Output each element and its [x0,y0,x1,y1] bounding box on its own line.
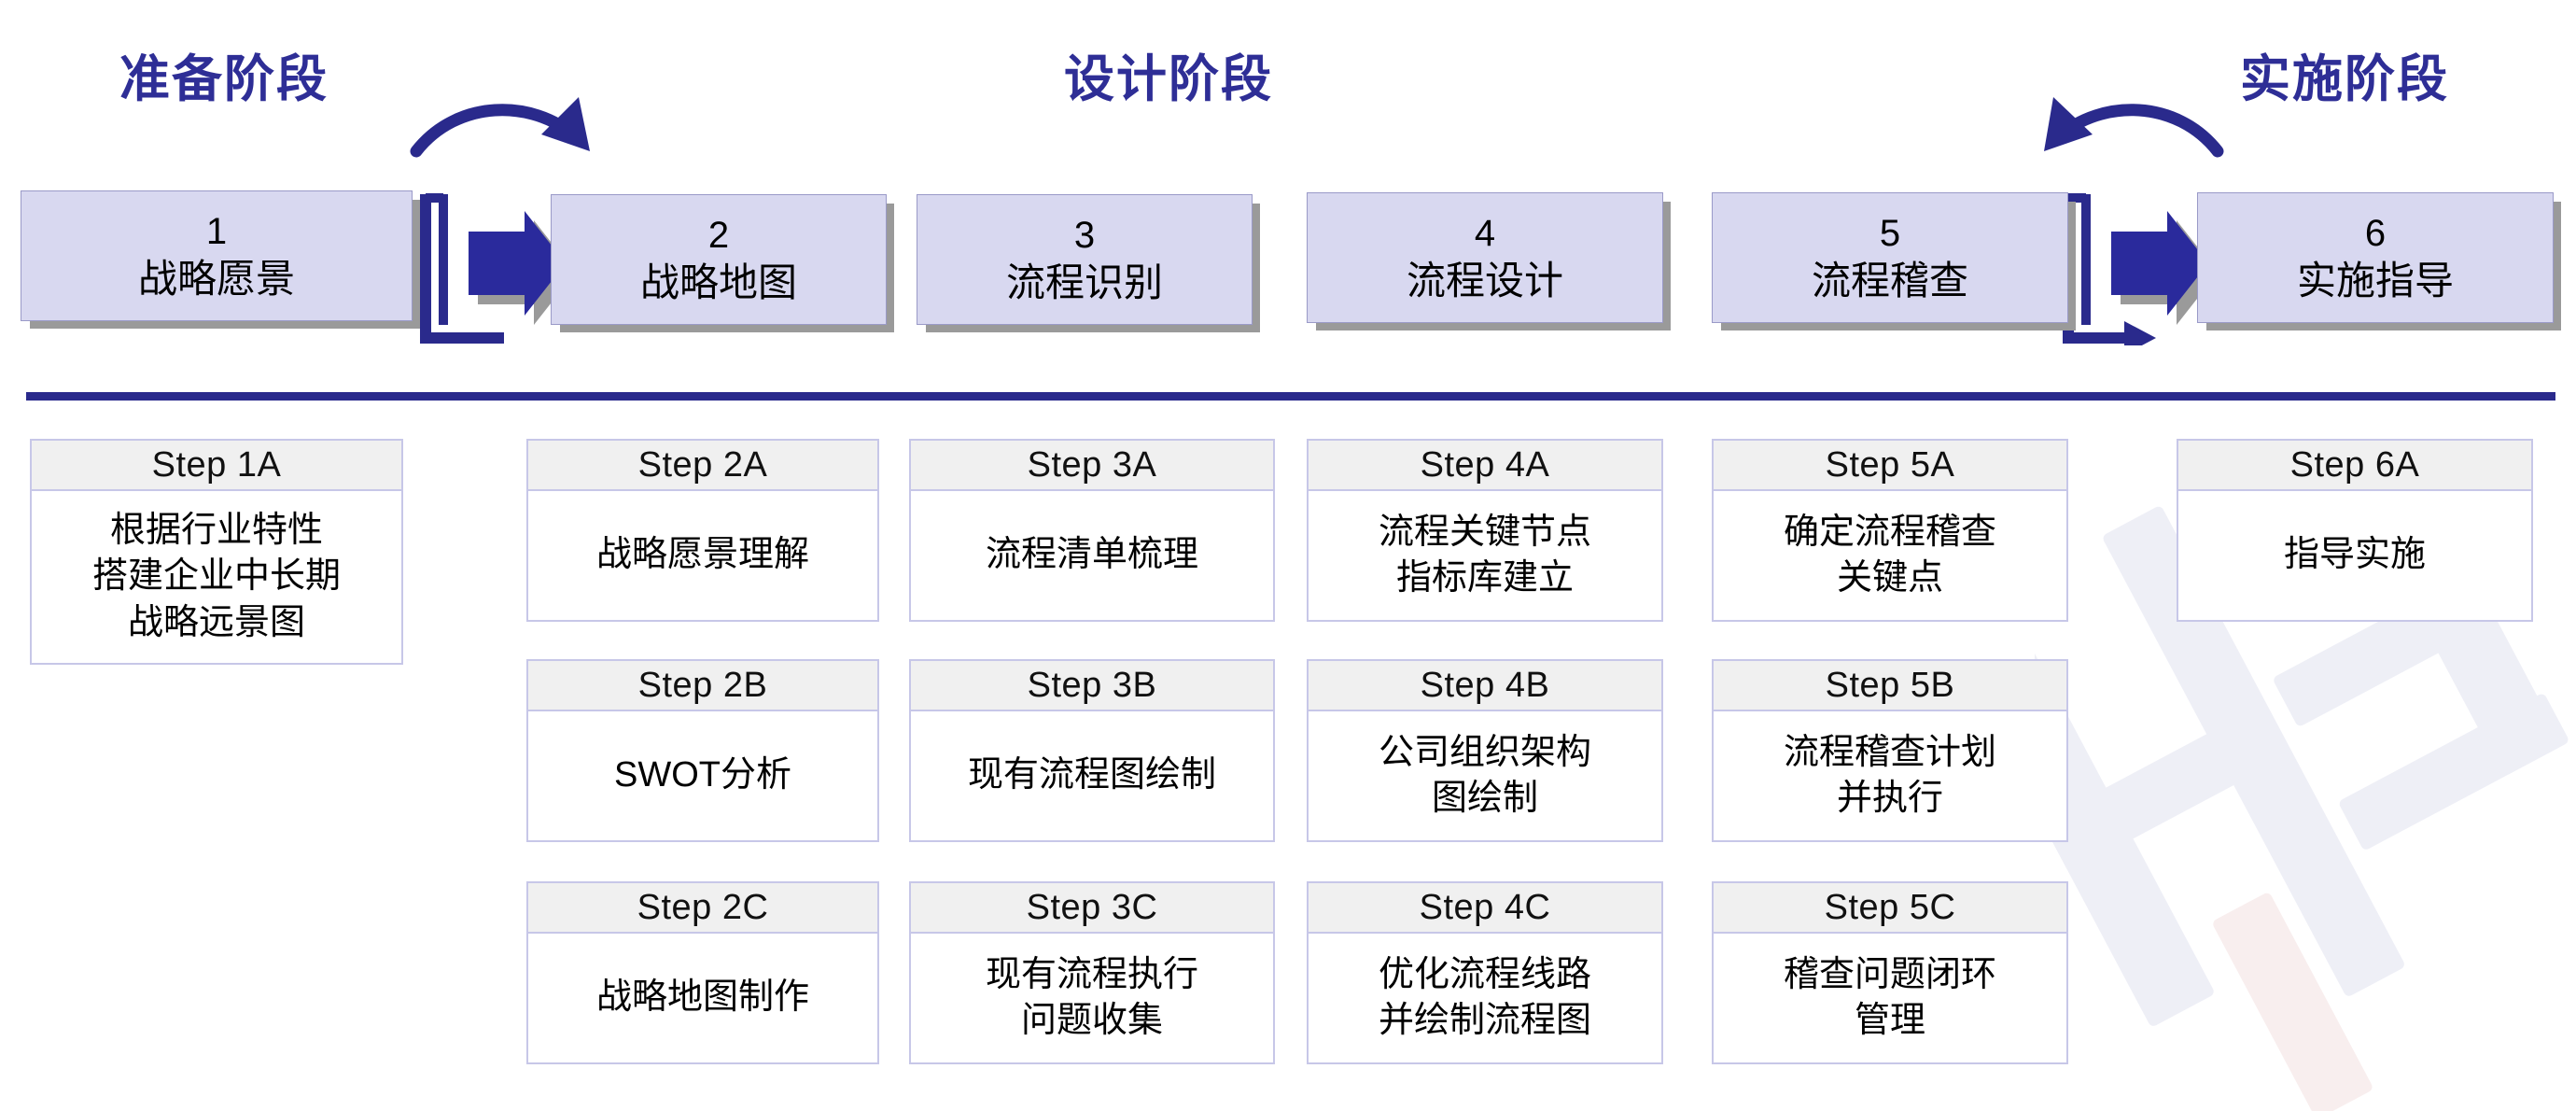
step-card-1a[interactable]: Step 1A 根据行业特性 搭建企业中长期 战略远景图 [30,439,403,665]
step-header: Step 2C [528,883,877,934]
step-body: 根据行业特性 搭建企业中长期 战略远景图 [91,510,341,642]
phase-title-design: 设计阶段 [1064,51,1273,107]
step-body: 战略愿景理解 [595,535,809,575]
step-card-3b[interactable]: Step 3B 现有流程图绘制 [909,659,1275,842]
stage-label: 实施指导 [2296,258,2454,302]
step-body: 流程关键节点 指标库建立 [1378,512,1591,598]
step-header: Step 5C [1714,883,2066,934]
step-card-3a[interactable]: Step 3A 流程清单梳理 [909,439,1275,622]
stage-box-6[interactable]: 6 实施指导 [2197,192,2554,323]
step-body: 指导实施 [2283,535,2426,575]
step-body: 流程稽查计划 并执行 [1783,732,1996,818]
stage-number: 6 [2364,212,2387,254]
section-divider [26,392,2555,401]
stage-number: 4 [1474,212,1496,254]
step-body: 战略地图制作 [595,977,809,1018]
stage-label: 流程识别 [1005,260,1163,304]
bracket-connector-icon [420,193,504,344]
step-header: Step 4C [1309,883,1661,934]
step-body: 公司组织架构 图绘制 [1378,732,1591,818]
step-header: Step 3A [911,441,1273,491]
stage-label: 流程设计 [1406,258,1563,302]
bracket-connector-arrow-icon [2063,193,2156,345]
step-card-4b[interactable]: Step 4B 公司组织架构 图绘制 [1307,659,1663,842]
stage-number: 5 [1879,212,1901,254]
step-card-4a[interactable]: Step 4A 流程关键节点 指标库建立 [1307,439,1663,622]
step-header: Step 5A [1714,441,2066,491]
step-card-3c[interactable]: Step 3C 现有流程执行 问题收集 [909,881,1275,1064]
arc-arrow-backward-icon [2044,97,2224,158]
stage-box-2[interactable]: 2 战略地图 [551,194,887,325]
step-body: 现有流程图绘制 [967,755,1216,795]
stage-box-3[interactable]: 3 流程识别 [917,194,1253,325]
stage-box-1[interactable]: 1 战略愿景 [21,190,413,321]
stage-number: 2 [707,214,730,256]
step-card-4c[interactable]: Step 4C 优化流程线路 并绘制流程图 [1307,881,1663,1064]
step-body: 稽查问题闭环 管理 [1783,954,1996,1040]
step-body: 流程清单梳理 [985,535,1198,575]
stage-number: 1 [205,210,228,252]
step-card-6a[interactable]: Step 6A 指导实施 [2177,439,2533,622]
step-card-2b[interactable]: Step 2B SWOT分析 [526,659,879,842]
stage-box-4[interactable]: 4 流程设计 [1307,192,1663,323]
phase-title-implement: 实施阶段 [2240,51,2449,107]
step-body: 现有流程执行 问题收集 [985,954,1198,1040]
stage-label: 战略愿景 [137,256,295,301]
step-header: Step 6A [2178,441,2531,491]
step-header: Step 4B [1309,661,1661,711]
step-card-5a[interactable]: Step 5A 确定流程稽查 关键点 [1712,439,2068,622]
step-header: Step 3B [911,661,1273,711]
stage-label: 战略地图 [639,260,797,304]
step-card-5b[interactable]: Step 5B 流程稽查计划 并执行 [1712,659,2068,842]
arc-arrow-forward-icon [410,97,590,158]
stage-number: 3 [1073,214,1096,256]
step-card-2a[interactable]: Step 2A 战略愿景理解 [526,439,879,622]
step-card-2c[interactable]: Step 2C 战略地图制作 [526,881,879,1064]
step-header: Step 2B [528,661,877,711]
stage-box-5[interactable]: 5 流程稽查 [1712,192,2068,323]
step-header: Step 5B [1714,661,2066,711]
step-header: Step 4A [1309,441,1661,491]
step-body: 优化流程线路 并绘制流程图 [1378,954,1591,1040]
step-body: SWOT分析 [614,755,791,795]
step-body: 确定流程稽查 关键点 [1783,512,1996,598]
step-card-5c[interactable]: Step 5C 稽查问题闭环 管理 [1712,881,2068,1064]
phase-title-prepare: 准备阶段 [119,51,329,107]
step-header: Step 1A [32,441,401,491]
step-header: Step 2A [528,441,877,491]
stage-label: 流程稽查 [1811,258,1968,302]
step-header: Step 3C [911,883,1273,934]
